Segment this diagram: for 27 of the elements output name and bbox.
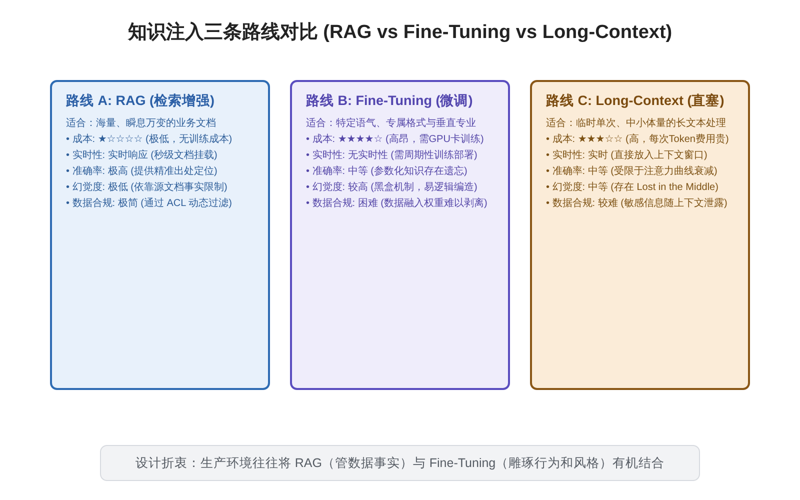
card-text: • 幻觉度: 极低 (依靠源文档事实限制) (66, 180, 228, 195)
card-title: 路线 C: Long-Context (直塞) (546, 92, 724, 110)
card-text: • 成本: ★★★☆☆ (高，每次Token费用贵) (546, 132, 729, 147)
card-text: • 成本: ★★★★☆ (高昂，需GPU卡训练) (306, 132, 484, 147)
card-title: 路线 A: RAG (检索增强) (66, 92, 214, 110)
card-text: • 实时性: 无实时性 (需周期性训练部署) (306, 148, 478, 163)
card-text: • 成本: ★☆☆☆☆ (极低，无训练成本) (66, 132, 232, 147)
page-title: 知识注入三条路线对比 (RAG vs Fine-Tuning vs Long-Context) (126, 20, 674, 45)
card-text: • 幻觉度: 较高 (黑盒机制，易逻辑编造) (306, 180, 478, 195)
card-text: • 数据合规: 困难 (数据融入权重难以剥离) (306, 196, 488, 211)
card-text: • 实时性: 实时 (直接放入上下文窗口) (546, 148, 708, 163)
card-text: 适合：特定语气、专属格式与垂直专业 (306, 116, 476, 131)
comparison-card (290, 80, 510, 390)
card-text: • 实时性: 实时响应 (秒级文档挂载) (66, 148, 218, 163)
card-text: 适合：临时单次、中小体量的长文本处理 (546, 116, 726, 131)
note-text: 设计折衷：生产环境往往将 RAG（管数据事实）与 Fine-Tuning（雕琢行为和风格）有机结合 (135, 454, 665, 472)
card-text: • 准确率: 中等 (受限于注意力曲线衰减) (546, 164, 718, 179)
card-text: 适合：海量、瞬息万变的业务文档 (66, 116, 216, 131)
card-title: 路线 B: Fine-Tuning (微调) (306, 92, 473, 110)
comparison-card (50, 80, 270, 390)
card-text: • 数据合规: 极简 (通过 ACL 动态过滤) (66, 196, 232, 211)
note-banner (100, 445, 700, 481)
card-text: • 幻觉度: 中等 (存在 Lost in the Middle) (546, 180, 718, 195)
card-text: • 准确率: 极高 (提供精准出处定位) (66, 164, 218, 179)
comparison-card (530, 80, 750, 390)
card-text: • 数据合规: 较难 (敏感信息随上下文泄露) (546, 196, 728, 211)
card-text: • 准确率: 中等 (参数化知识存在遗忘) (306, 164, 468, 179)
